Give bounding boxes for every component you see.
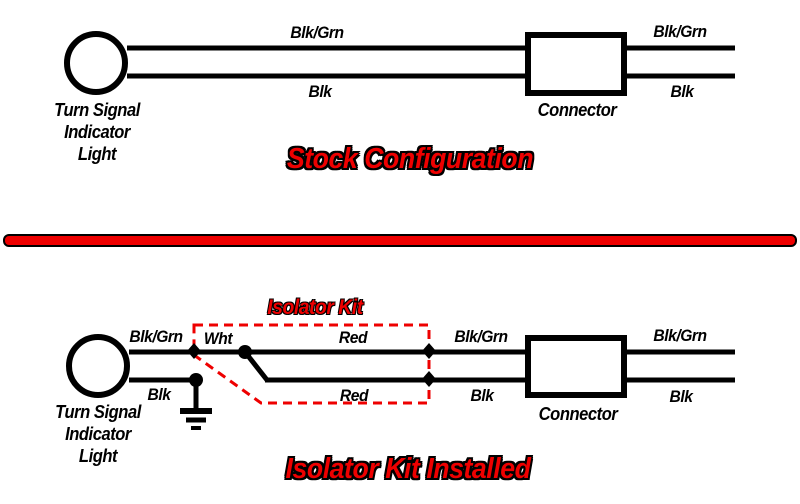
- isolator-diagram: [66, 323, 735, 430]
- stock-indicator-light-symbol: [64, 31, 128, 95]
- stock-light-line3: Light: [77, 144, 117, 164]
- splice-diamond-left: [187, 343, 201, 359]
- iso-connector-symbol: [525, 335, 627, 398]
- iso-connector-label: Connector: [538, 404, 618, 424]
- splice-diamond-bottom-right: [422, 371, 436, 387]
- iso-light-label: Turn Signal Indicator Light: [55, 401, 141, 467]
- iso-light-line1: Turn Signal: [55, 402, 141, 422]
- isolator-section-title: Isolator Kit Installed: [285, 453, 531, 485]
- iso-label-blk-right: Blk: [669, 387, 693, 406]
- stock-diagram: [64, 31, 735, 96]
- iso-label-blkgrn-right: Blk/Grn: [653, 326, 707, 345]
- stock-section-title: Stock Configuration: [286, 143, 534, 175]
- iso-indicator-light-symbol: [66, 334, 130, 398]
- stock-label-blk-right: Blk: [670, 82, 694, 101]
- stock-connector-symbol: [525, 32, 627, 96]
- stock-label-blkgrn-left: Blk/Grn: [290, 23, 344, 42]
- stock-label-blkgrn-right: Blk/Grn: [653, 22, 707, 41]
- iso-label-red-top: Red: [338, 328, 368, 347]
- stock-connector-label: Connector: [537, 100, 617, 120]
- iso-label-red-bottom: Red: [339, 386, 369, 405]
- stock-light-line2: Indicator: [64, 122, 130, 142]
- iso-light-line3: Light: [78, 446, 118, 466]
- iso-label-wht: Wht: [203, 329, 233, 348]
- section-divider: [3, 234, 797, 247]
- iso-light-line2: Indicator: [65, 424, 131, 444]
- iso-label-blk-mid: Blk: [470, 386, 494, 405]
- iso-label-blkgrn-mid: Blk/Grn: [454, 327, 508, 346]
- iso-label-blkgrn-left: Blk/Grn: [129, 327, 183, 346]
- isolator-kit-dashed-boundary: [192, 323, 431, 405]
- stock-label-blk-left: Blk: [308, 82, 332, 101]
- isolator-kit-label: Isolator Kit: [267, 296, 363, 319]
- junction-dot-split: [238, 345, 252, 359]
- ground-symbol-icon: [180, 408, 212, 430]
- junction-dot-ground: [189, 373, 203, 387]
- stock-light-line1: Turn Signal: [54, 100, 140, 120]
- iso-label-blk-left: Blk: [147, 385, 171, 404]
- stock-light-label: Turn Signal Indicator Light: [54, 99, 140, 165]
- splice-diamond-top-right: [422, 343, 436, 359]
